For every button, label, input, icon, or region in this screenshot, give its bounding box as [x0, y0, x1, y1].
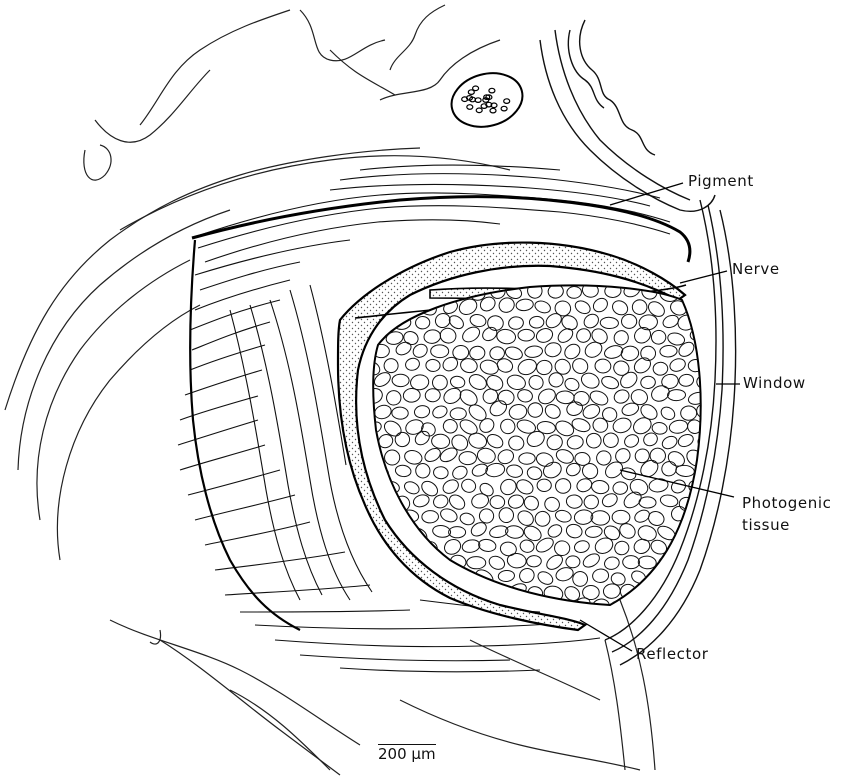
label-nerve: Nerve	[732, 260, 780, 278]
label-reflector: Reflector	[636, 645, 709, 663]
small-oval-structure	[445, 66, 528, 135]
pigment-cup-wall	[190, 240, 300, 630]
label-photogenic: Photogenic	[742, 494, 831, 512]
label-window: Window	[743, 374, 806, 392]
label-tissue: tissue	[742, 516, 790, 534]
scale-bar: 200 µm	[378, 744, 436, 763]
pigment-border	[192, 197, 690, 262]
label-pigment: Pigment	[688, 172, 754, 190]
